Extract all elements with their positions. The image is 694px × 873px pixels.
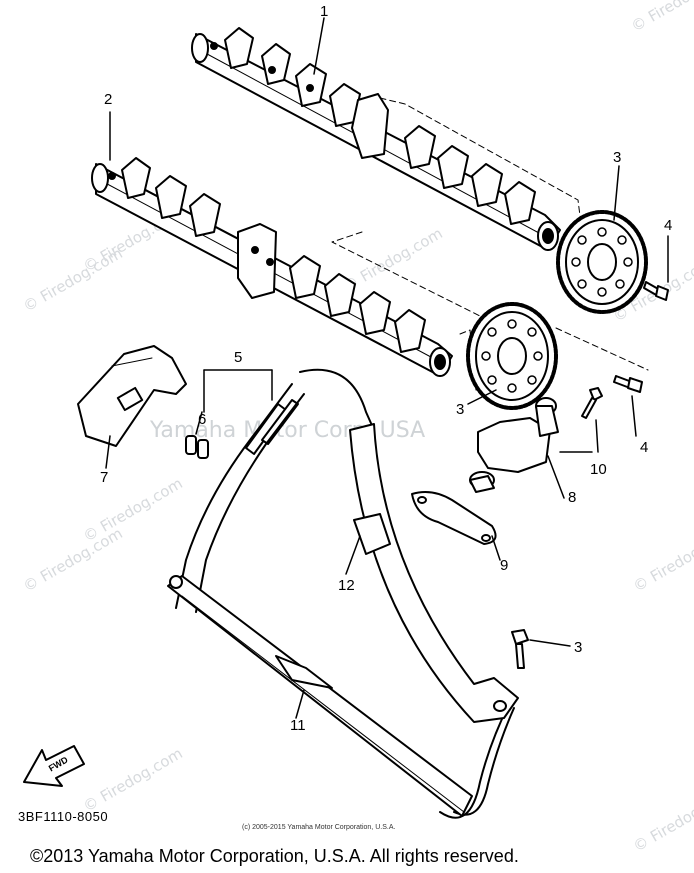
callout-7: 7	[100, 469, 109, 486]
camshaft-2	[91, 157, 453, 377]
camshaft-1	[191, 27, 561, 251]
callout-10: 10	[590, 461, 607, 478]
callout-4-upper-bolt: 4	[664, 217, 673, 234]
guide-bolt	[511, 629, 529, 669]
tensioner-bolt	[581, 387, 603, 419]
callout-2: 2	[104, 91, 113, 108]
callout-3-guide-bolt: 3	[574, 639, 583, 656]
callout-9: 9	[500, 557, 509, 574]
callout-6: 6	[198, 411, 207, 428]
master-link	[203, 369, 299, 455]
chain-guide-rear	[349, 423, 519, 723]
cam-sprocket-lower	[466, 302, 558, 410]
callout-8: 8	[568, 489, 577, 506]
cam-chain-tensioner	[469, 397, 559, 493]
sprocket-bolt-lower	[613, 375, 643, 393]
chain-guide-bracket	[77, 345, 187, 447]
cam-sprocket-upper	[556, 210, 648, 314]
tensioner-gasket	[411, 491, 497, 545]
callout-4-lower-bolt: 4	[640, 439, 649, 456]
callout-5: 5	[234, 349, 243, 366]
callout-11: 11	[290, 717, 306, 734]
copyright-notice: ©2013 Yamaha Motor Corporation, U.S.A. A…	[30, 846, 519, 866]
sprocket-bolt-upper	[643, 281, 669, 301]
leader-lines	[105, 17, 669, 719]
chain-joint-link	[185, 435, 209, 459]
callout-1: 1	[320, 3, 329, 20]
small-copyright: (c) 2005-2015 Yamaha Motor Corporation, …	[242, 824, 396, 831]
cam-chain	[175, 368, 515, 819]
callout-3-lower-sprocket: 3	[456, 401, 465, 418]
forward-arrow-icon	[23, 745, 85, 787]
alignment-lines	[331, 97, 649, 391]
chain-guide-front	[167, 575, 473, 817]
callout-12: 12	[338, 577, 355, 594]
callout-3-upper-sprocket: 3	[613, 149, 622, 166]
diagram-code: 3BF1110-8050	[18, 809, 109, 824]
